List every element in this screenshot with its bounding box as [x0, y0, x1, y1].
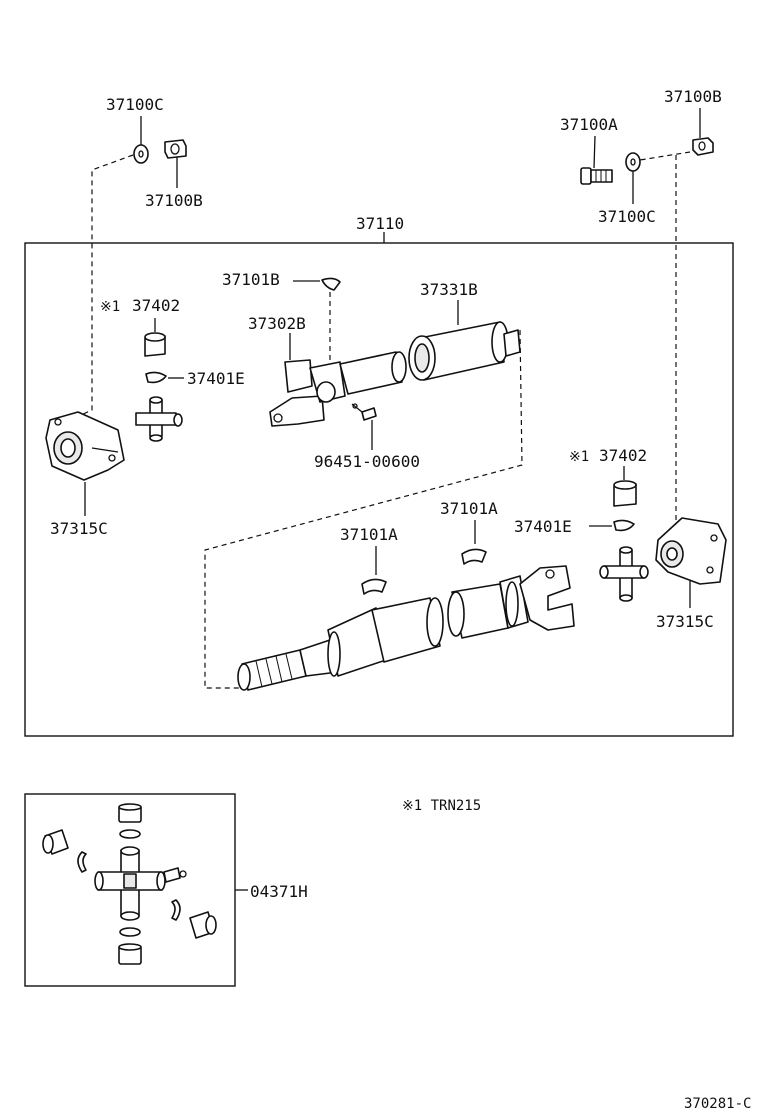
- label-37101a-right[interactable]: 37101A: [440, 499, 498, 518]
- washer-icon: [133, 144, 149, 164]
- alignment-lines: [69, 151, 691, 689]
- snap-ring-icon: [145, 371, 167, 384]
- label-37100b-left[interactable]: 37100B: [145, 191, 203, 210]
- label-37100b-right[interactable]: 37100B: [664, 87, 722, 106]
- bearing-cup-icon: [118, 943, 142, 965]
- diagram-id: 370281-C: [684, 1096, 751, 1112]
- label-note-mark-right: ※1: [569, 449, 589, 465]
- leader-lines: [84, 108, 701, 891]
- washer-icon: [625, 152, 641, 172]
- bellows-boot-icon: [408, 321, 521, 381]
- flange-bracket-icon: [655, 517, 727, 585]
- assembly-frame: [24, 242, 734, 737]
- label-37401e-left[interactable]: 37401E: [187, 369, 245, 388]
- part-labels: 37100C 37100B 37100B 37100A 37100C 37110…: [50, 87, 751, 1112]
- snap-ring-icon: [171, 899, 181, 921]
- label-37302b[interactable]: 37302B: [248, 314, 306, 333]
- grease-fitting-icon: [351, 403, 377, 421]
- label-37331b[interactable]: 37331B: [420, 280, 478, 299]
- bearing-cup-icon: [118, 803, 142, 823]
- label-04371h[interactable]: 04371H: [250, 882, 308, 901]
- label-37100a[interactable]: 37100A: [560, 115, 618, 134]
- label-note-mark-left: ※1: [100, 299, 120, 315]
- flange-bracket-icon: [45, 411, 125, 481]
- snap-ring-icon: [77, 851, 87, 873]
- balance-weight-icon: [461, 548, 487, 565]
- snap-ring-icon: [119, 829, 141, 839]
- grease-fitting-icon: [163, 867, 187, 883]
- label-37402-left[interactable]: 37402: [132, 296, 180, 315]
- label-37101a-left[interactable]: 37101A: [340, 525, 398, 544]
- snap-ring-icon: [119, 927, 141, 937]
- label-37402-right[interactable]: 37402: [599, 446, 647, 465]
- snap-ring-icon: [613, 519, 635, 532]
- nut-icon: [692, 137, 714, 156]
- bearing-cup-icon: [42, 829, 69, 855]
- bearing-cup-icon: [144, 332, 166, 357]
- universal-joint-spider-icon: [135, 396, 183, 442]
- label-37101b[interactable]: 37101B: [222, 270, 280, 289]
- universal-joint-spider-icon: [599, 546, 649, 602]
- footnote: ※1 TRN215: [402, 798, 481, 814]
- balance-weight-icon: [361, 578, 387, 595]
- label-37100c-right[interactable]: 37100C: [598, 207, 656, 226]
- universal-joint-spider-icon: [94, 846, 166, 921]
- propeller-shaft-icon: [237, 565, 575, 691]
- label-37110[interactable]: 37110: [356, 214, 404, 233]
- spider-kit-parts: [42, 803, 217, 965]
- label-37315c-left[interactable]: 37315C: [50, 519, 108, 538]
- nut-icon: [164, 139, 187, 159]
- slip-yoke-icon: [269, 351, 407, 427]
- label-37401e-right[interactable]: 37401E: [514, 517, 572, 536]
- bolt-icon: [580, 167, 613, 185]
- label-37315c-right[interactable]: 37315C: [656, 612, 714, 631]
- label-37100c-left[interactable]: 37100C: [106, 95, 164, 114]
- balance-weight-icon: [321, 277, 341, 291]
- bearing-cup-icon: [613, 480, 637, 507]
- bearing-cup-icon: [189, 911, 217, 939]
- label-96451-00600[interactable]: 96451-00600: [314, 452, 420, 471]
